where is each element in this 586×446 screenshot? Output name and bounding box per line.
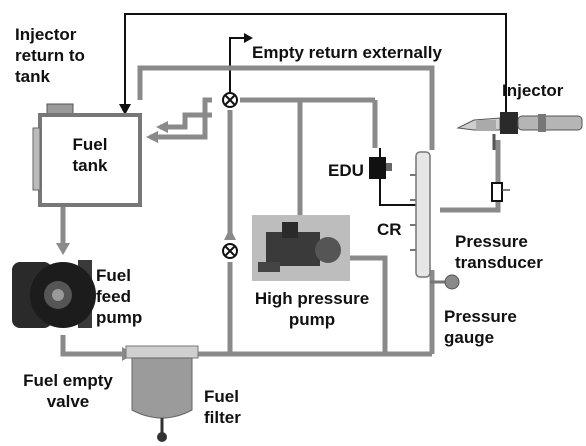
return-valve [222, 92, 238, 108]
fuel-filter-label: Fuel filter [204, 387, 241, 427]
edu-label: EDU [328, 161, 364, 180]
fuel-filter [125, 345, 199, 442]
fuel-tank [32, 103, 142, 207]
empty-return-label: Empty return externally [252, 43, 442, 62]
pressure-gauge-label: Pressure gauge [444, 307, 517, 347]
hp-line-arrowhead [224, 228, 236, 240]
empty-return-external-line [229, 37, 248, 100]
pressure-valve [222, 243, 238, 259]
high-pressure-pump [252, 215, 350, 281]
pressure-transducer [491, 182, 510, 202]
edu-unit [369, 157, 392, 179]
empty-return-arrowhead [244, 33, 253, 43]
injector-label: Injector [502, 81, 564, 100]
fuel-empty-valve-label: Fuel empty valve [23, 371, 113, 411]
fuel-feed-pump-label: Fuel feed pump [96, 266, 143, 327]
pressure-transducer-label: Pressure transducer [455, 232, 543, 272]
tank-return-arrowhead-2 [156, 121, 168, 133]
common-rail [410, 151, 431, 278]
fuel-pipes [60, 65, 501, 357]
fuel-tank-label: Fuel tank [72, 135, 108, 175]
injector-return-arrowhead [119, 104, 131, 115]
high-pressure-pump-label: High pressure pump [254, 289, 370, 329]
feed-arrowhead [56, 243, 70, 255]
injector-return-label: Injector return to tank [15, 25, 85, 86]
fuel-feed-pump [12, 260, 96, 328]
cr-label: CR [377, 220, 402, 239]
pressure-gauge [430, 274, 460, 290]
injector [456, 112, 583, 150]
tank-return-arrowhead-1 [146, 131, 158, 143]
injector-return-line [124, 13, 507, 120]
